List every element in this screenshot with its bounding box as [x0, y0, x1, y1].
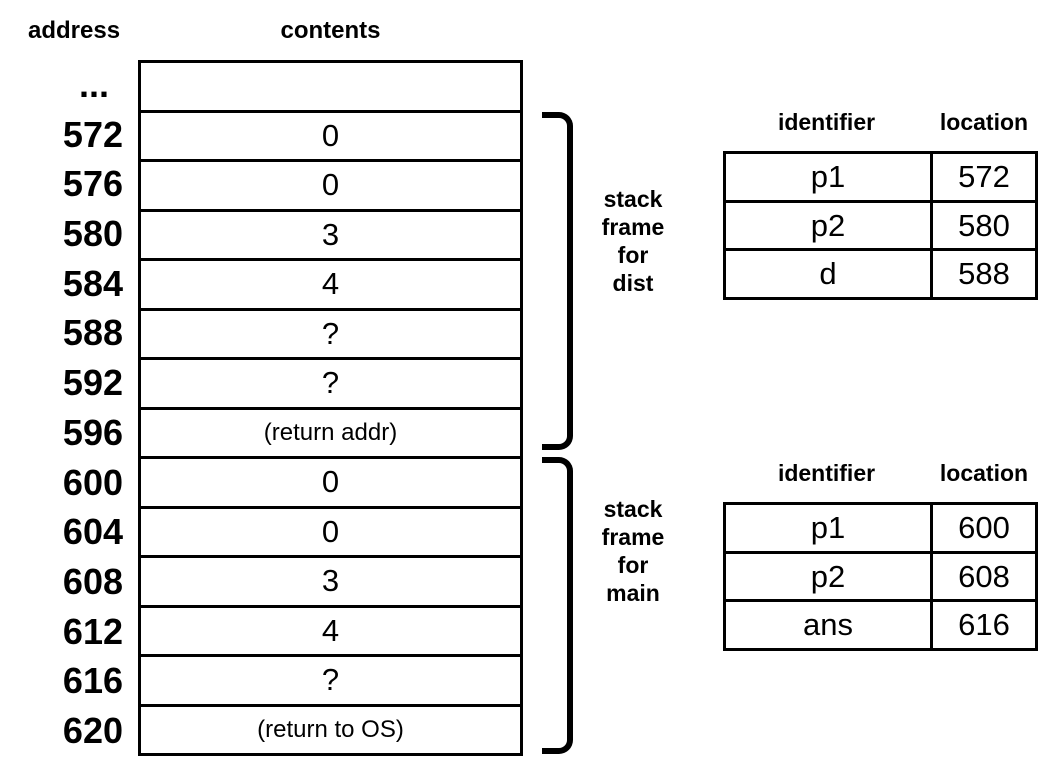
address-label: 592 [62, 362, 123, 404]
address-label: 580 [62, 213, 123, 255]
main-frame-bracket [542, 457, 573, 754]
memory-cell-return-addr: (return addr) [141, 410, 520, 459]
identifier-cell: p2 [726, 553, 933, 600]
identifier-cell: p1 [726, 505, 933, 551]
table-row: p1 572 [726, 154, 1035, 203]
memory-cell: 3 [141, 558, 520, 608]
address-label: 600 [62, 461, 123, 503]
identifier-header: identifier [777, 460, 876, 486]
table-row: p2 580 [726, 202, 1035, 252]
location-cell: 608 [958, 558, 1010, 594]
dist-symbol-table: identifier location p1 572 p2 580 d 588 [723, 110, 1038, 300]
dist-symbol-table-headers: identifier location [723, 110, 1038, 134]
address-label: 576 [62, 163, 123, 205]
table-row: p1 600 [726, 505, 1035, 554]
table-row: d 588 [726, 251, 1035, 298]
memory-cell: 0 [141, 113, 520, 162]
location-cell: 616 [958, 607, 1010, 643]
address-label: 616 [62, 660, 123, 702]
table-row: ans 616 [726, 602, 1035, 649]
dist-symbol-table-box: p1 572 p2 580 d 588 [723, 151, 1038, 300]
address-label: 572 [62, 113, 123, 155]
address-column-header: address [28, 17, 121, 44]
location-header: location [939, 460, 1029, 486]
memory-contents-table: 0 0 3 4 ? ? (return addr) 0 0 3 4 ? (ret… [138, 60, 523, 756]
location-cell: 588 [958, 256, 1010, 292]
location-cell: 580 [958, 207, 1010, 243]
address-label: 588 [62, 312, 123, 354]
address-label: 584 [62, 262, 123, 304]
location-header: location [939, 109, 1029, 135]
memory-cell: ? [141, 360, 520, 410]
memory-cell: ? [141, 311, 520, 360]
memory-cell: 4 [141, 261, 520, 311]
location-cell: 572 [958, 158, 1010, 194]
identifier-header: identifier [777, 109, 876, 135]
address-label: 604 [62, 511, 123, 553]
main-symbol-table-headers: identifier location [723, 461, 1038, 485]
address-label: 612 [62, 610, 123, 652]
memory-cell: 0 [141, 459, 520, 509]
memory-cell [141, 63, 520, 113]
identifier-cell: ans [726, 602, 933, 649]
identifier-cell: d [726, 251, 933, 298]
memory-cell: 3 [141, 212, 520, 261]
address-label: 620 [62, 710, 123, 752]
address-label-ellipsis: ... [78, 63, 109, 105]
memory-cell: 0 [141, 509, 520, 558]
identifier-cell: p2 [726, 202, 933, 249]
contents-column-header: contents [280, 17, 381, 44]
address-column: ... 572 576 580 584 588 592 596 600 604 … [0, 60, 123, 756]
identifier-cell: p1 [726, 154, 933, 200]
location-cell: 600 [958, 509, 1010, 545]
dist-frame-label: stack frame for dist [601, 186, 665, 296]
memory-cell-return-os: (return to OS) [257, 715, 404, 743]
address-label: 596 [62, 411, 123, 453]
main-symbol-table: identifier location p1 600 p2 608 ans 61… [723, 461, 1038, 651]
main-symbol-table-box: p1 600 p2 608 ans 616 [723, 502, 1038, 651]
memory-cell: 0 [141, 162, 520, 212]
address-label: 608 [62, 561, 123, 603]
dist-frame-bracket [542, 112, 573, 450]
table-row: p2 608 [726, 553, 1035, 603]
memory-cell: ? [141, 657, 520, 707]
main-frame-label: stack frame for main [601, 496, 665, 606]
memory-cell: 4 [141, 608, 520, 657]
